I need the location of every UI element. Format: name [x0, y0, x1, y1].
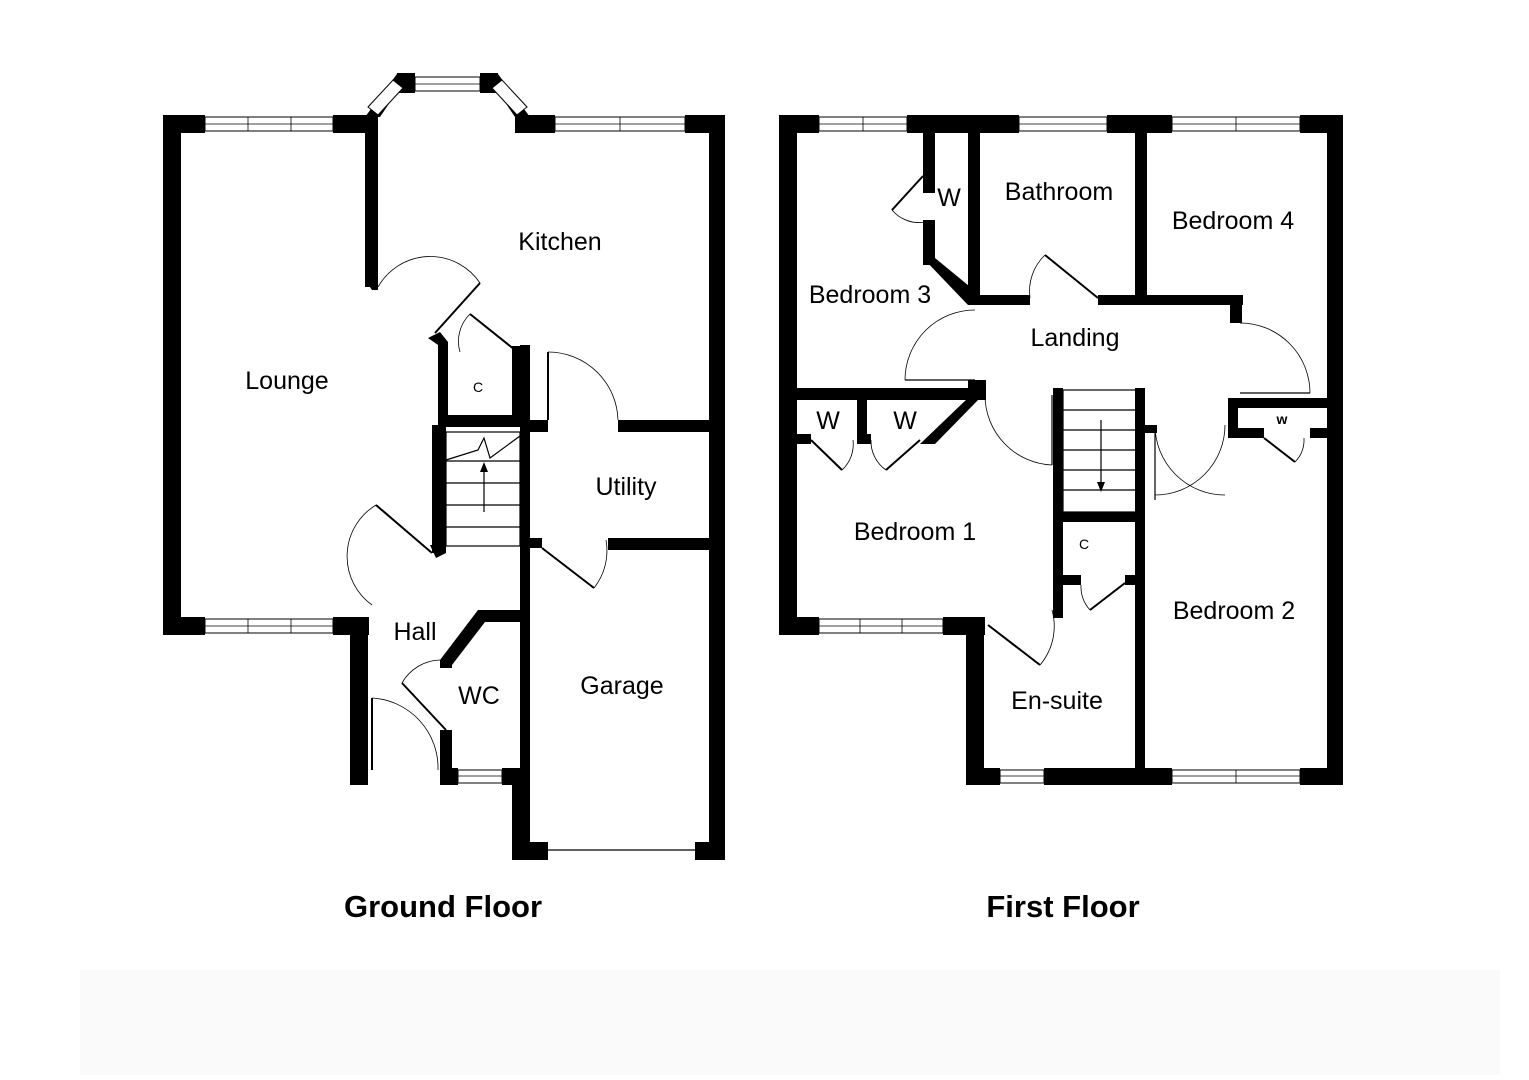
room-label-wardrobe: w [1276, 411, 1288, 427]
wall [695, 842, 725, 860]
wall [515, 115, 555, 133]
window [491, 79, 528, 116]
wall [779, 115, 819, 133]
wall [797, 434, 811, 444]
wall [1230, 295, 1242, 323]
wall [512, 768, 530, 860]
window [367, 79, 404, 116]
wall [512, 346, 522, 426]
wall [428, 332, 448, 425]
room-label-lounge: Lounge [245, 367, 328, 395]
wall [1053, 388, 1063, 618]
wall [432, 425, 446, 553]
room-label-wardrobe: W [893, 407, 917, 435]
wall [512, 842, 548, 860]
door [434, 282, 481, 334]
wall [968, 380, 986, 400]
floor-title-first: First Floor [986, 889, 1139, 924]
wall [1228, 398, 1328, 408]
room-label-wc: WC [458, 682, 500, 710]
background-band [80, 970, 1500, 1075]
wall [966, 617, 984, 785]
wall [1098, 295, 1243, 305]
room-label-garage: Garage [580, 672, 663, 700]
first-floor-plan [779, 115, 1343, 785]
wall [857, 400, 867, 440]
wall [520, 345, 530, 860]
wall [923, 220, 935, 265]
floor-title-ground: Ground Floor [344, 889, 542, 924]
wall [1063, 575, 1081, 585]
room-label-wardrobe: W [937, 184, 961, 212]
wall [365, 115, 378, 287]
room-label-bedroom-3: Bedroom 3 [809, 281, 931, 309]
wall [779, 617, 819, 635]
wall [1300, 768, 1343, 785]
room-label-bedroom-1: Bedroom 1 [854, 518, 976, 546]
wall [857, 434, 871, 444]
wall [1125, 575, 1141, 585]
wall [608, 538, 713, 550]
room-label-utility: Utility [595, 473, 657, 501]
wall [163, 115, 181, 635]
wall [1044, 768, 1172, 785]
wall [923, 133, 935, 193]
wall [1135, 388, 1145, 783]
wall [530, 538, 542, 548]
wall [1135, 133, 1147, 303]
wall [440, 768, 458, 785]
wall [438, 415, 520, 427]
wall [779, 115, 797, 635]
wall [530, 420, 548, 432]
wall [1310, 428, 1328, 438]
wall [430, 545, 446, 558]
wall [1327, 115, 1343, 785]
wall [350, 617, 368, 785]
wall [1063, 512, 1141, 522]
room-label-bathroom: Bathroom [1005, 178, 1113, 206]
wall [618, 420, 713, 432]
wall [1228, 398, 1238, 438]
wall [797, 388, 977, 400]
room-label-hall: Hall [393, 618, 436, 646]
wall [923, 258, 980, 305]
wall [163, 617, 205, 635]
wall [968, 295, 1030, 305]
room-label-cupboard: C [473, 379, 483, 395]
window [999, 769, 1045, 784]
room-label-bedroom-4: Bedroom 4 [1172, 207, 1294, 235]
wall [920, 398, 980, 444]
room-label-en-suite: En-suite [1011, 687, 1103, 715]
room-label-kitchen: Kitchen [518, 228, 601, 256]
wall [1228, 428, 1264, 438]
wall [365, 280, 378, 290]
wall [333, 115, 373, 133]
wall [163, 115, 205, 133]
room-label-wardrobe: W [816, 407, 840, 435]
room-label-landing: Landing [1031, 324, 1120, 352]
room-label-bedroom-2: Bedroom 2 [1173, 597, 1295, 625]
wall [1107, 115, 1172, 133]
ground-floor-plan [163, 73, 725, 860]
wall [966, 768, 1000, 785]
wall [1145, 425, 1157, 433]
wall [709, 115, 725, 860]
wall [907, 115, 1019, 133]
window [457, 769, 503, 784]
room-label-cupboard: C [1079, 536, 1089, 552]
wall [440, 610, 520, 668]
wall [968, 133, 980, 303]
